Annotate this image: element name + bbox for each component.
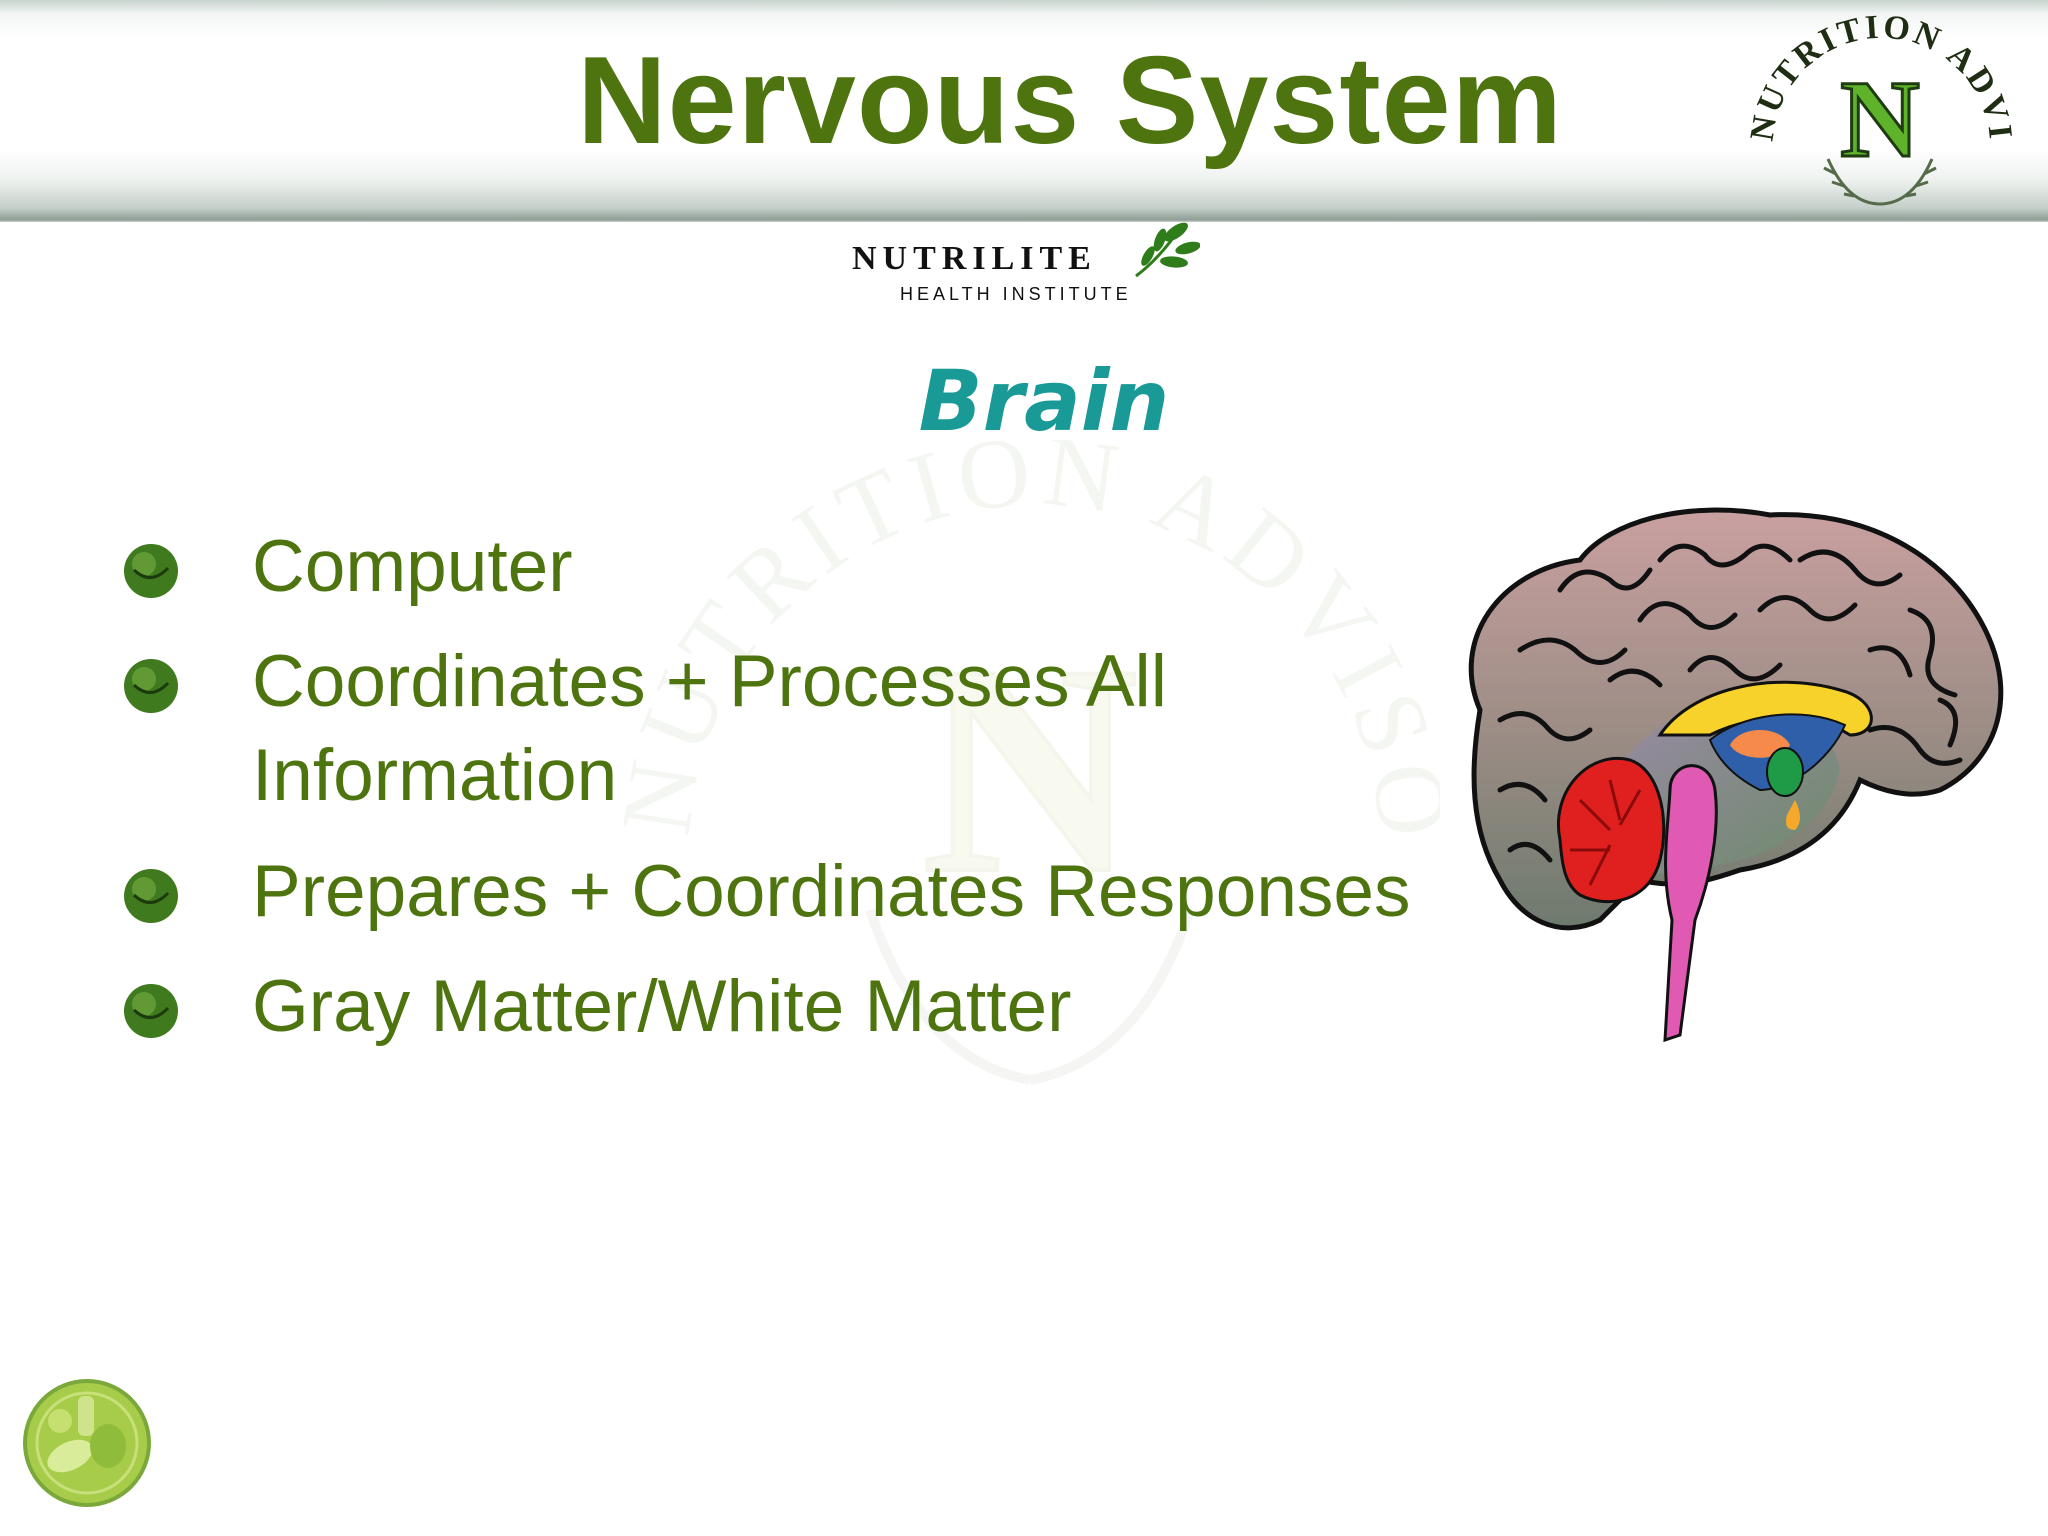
produce-globe-icon	[23, 1379, 151, 1507]
bullet-text: Computer	[252, 520, 1652, 614]
bullet-text: Gray Matter/White Matter	[252, 960, 1652, 1054]
seal-letter: N	[1840, 58, 1919, 180]
bullet-text: Prepares + Coordinates Responses	[252, 845, 1652, 939]
green-bullet-icon	[124, 984, 178, 1038]
green-bullet-icon	[124, 544, 178, 598]
nutrilite-brand: NUTRILITE HEALTH INSTITUTE	[852, 218, 1200, 304]
bullet-line: Gray Matter/White Matter	[252, 966, 1072, 1047]
leaf-icon	[1135, 222, 1200, 278]
nutrition-advisor-seal-icon: NUTRITION ADVISOR N	[1728, 14, 2016, 206]
watermark-seal-icon: NUTRITION ADVISOR N	[620, 440, 1440, 1085]
bullet-text: Coordinates + Processes All Information	[252, 635, 1652, 823]
bullet-line: Coordinates + Processes All	[252, 641, 1167, 722]
svg-text:N: N	[922, 603, 1139, 935]
green-bullet-icon	[124, 659, 178, 713]
slide-subtitle: Brain	[918, 352, 1170, 450]
header-band	[0, 0, 2048, 222]
bullet-line: Information	[252, 735, 618, 816]
brain-icon	[1468, 507, 2004, 1043]
green-bullet-icon	[124, 869, 178, 923]
brand-tagline: HEALTH INSTITUTE	[900, 284, 1132, 304]
slide-title: Nervous System	[577, 32, 1563, 170]
bullet-line: Computer	[252, 526, 573, 607]
bullet-line: Prepares + Coordinates Responses	[252, 851, 1411, 932]
brand-name: NUTRILITE	[852, 240, 1097, 277]
